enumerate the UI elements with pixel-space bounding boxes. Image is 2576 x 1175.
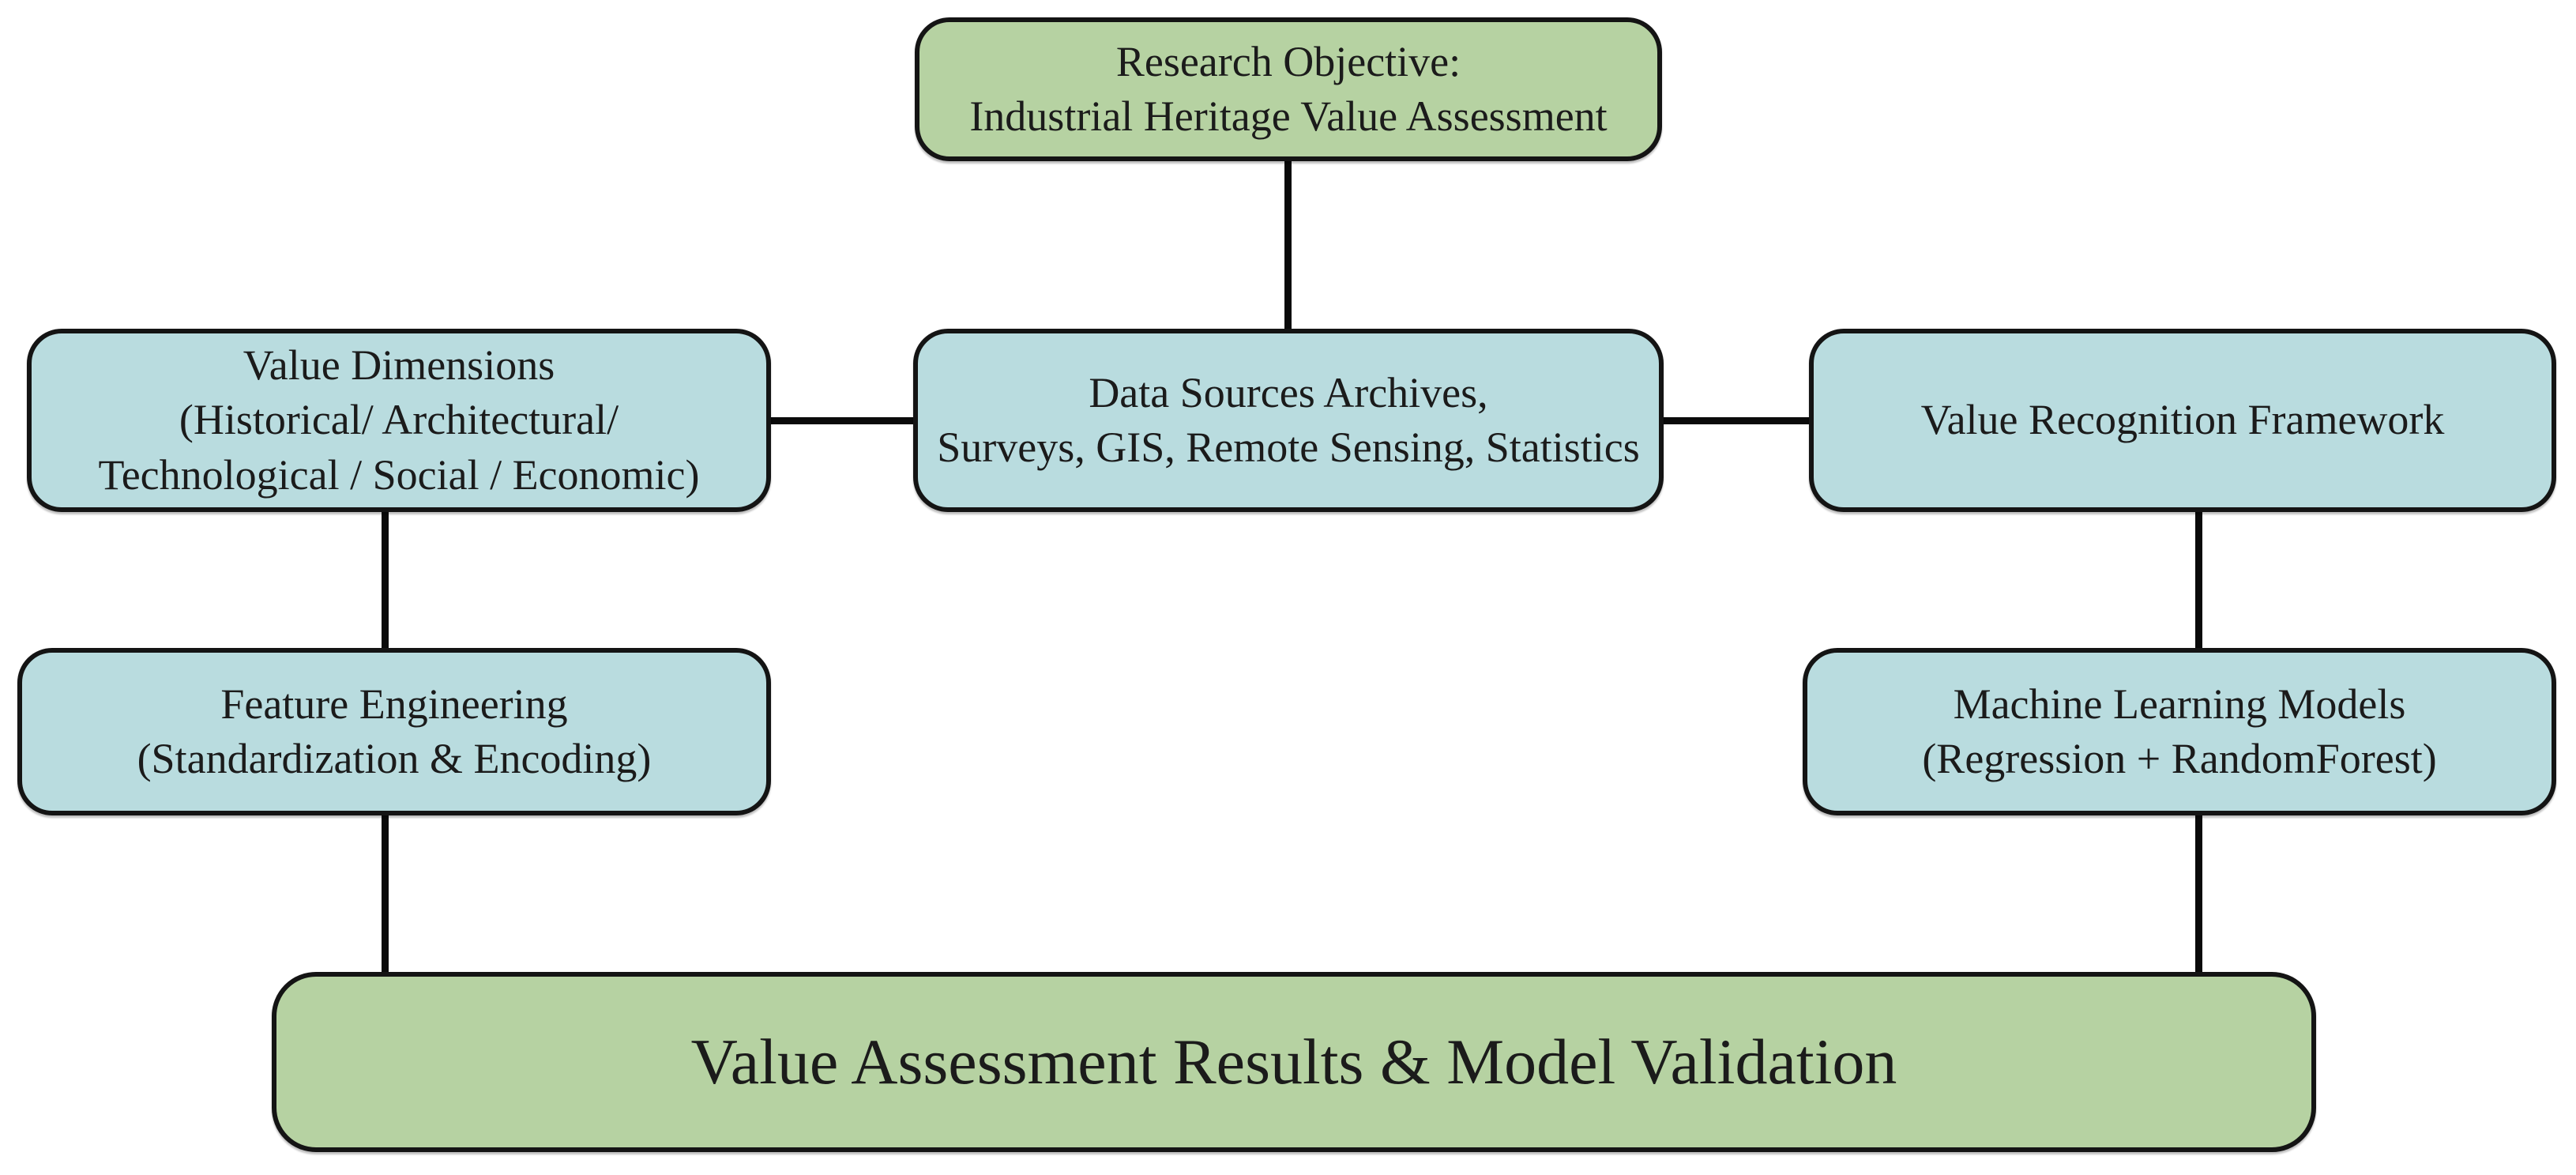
connector-machine-learning-to-results — [2195, 814, 2202, 974]
node-value-assessment-results: Value Assessment Results & Model Validat… — [272, 972, 2316, 1152]
node-value-dimensions-label: Value Dimensions (Historical/ Architectu… — [98, 341, 700, 499]
node-research-objective-label: Research Objective: Industrial Heritage … — [969, 37, 1608, 140]
node-value-recognition-framework: Value Recognition Framework — [1809, 329, 2556, 512]
node-value-dimensions: Value Dimensions (Historical/ Architectu… — [27, 329, 771, 512]
node-feature-engineering: Feature Engineering (Standardization & E… — [17, 648, 771, 815]
connector-research-objective-to-data-sources — [1284, 158, 1292, 332]
connector-value-dimensions-to-feature-engineering — [382, 509, 389, 651]
node-value-recognition-framework-label: Value Recognition Framework — [1920, 396, 2445, 444]
connector-value-recognition-to-machine-learning — [2195, 509, 2202, 651]
connector-data-sources-to-value-recognition-framework — [1659, 417, 1812, 424]
node-value-assessment-results-label: Value Assessment Results & Model Validat… — [690, 1025, 1897, 1098]
connector-value-dimensions-to-data-sources — [768, 417, 918, 424]
node-data-sources-label: Data Sources Archives, Surveys, GIS, Rem… — [937, 368, 1640, 471]
node-machine-learning-models: Machine Learning Models (Regression + Ra… — [1803, 648, 2556, 815]
node-feature-engineering-label: Feature Engineering (Standardization & E… — [137, 680, 652, 782]
node-research-objective: Research Objective: Industrial Heritage … — [915, 17, 1662, 161]
connector-feature-engineering-to-results — [382, 814, 389, 974]
node-machine-learning-models-label: Machine Learning Models (Regression + Ra… — [1922, 680, 2437, 782]
node-data-sources: Data Sources Archives, Surveys, GIS, Rem… — [913, 329, 1664, 512]
